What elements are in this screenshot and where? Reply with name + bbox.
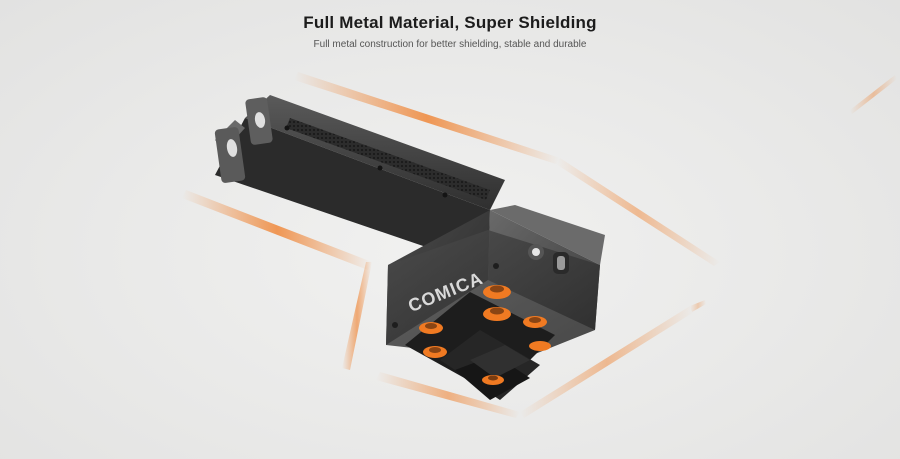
mount-rail	[214, 95, 505, 262]
page-subtitle: Full metal construction for better shiel…	[313, 39, 587, 50]
headline-section: Full Metal Material, Super Shielding Ful…	[0, 12, 900, 52]
page-title: Full Metal Material, Super Shielding	[303, 13, 597, 32]
light-streaks	[182, 72, 897, 418]
shock-mount	[405, 285, 555, 400]
